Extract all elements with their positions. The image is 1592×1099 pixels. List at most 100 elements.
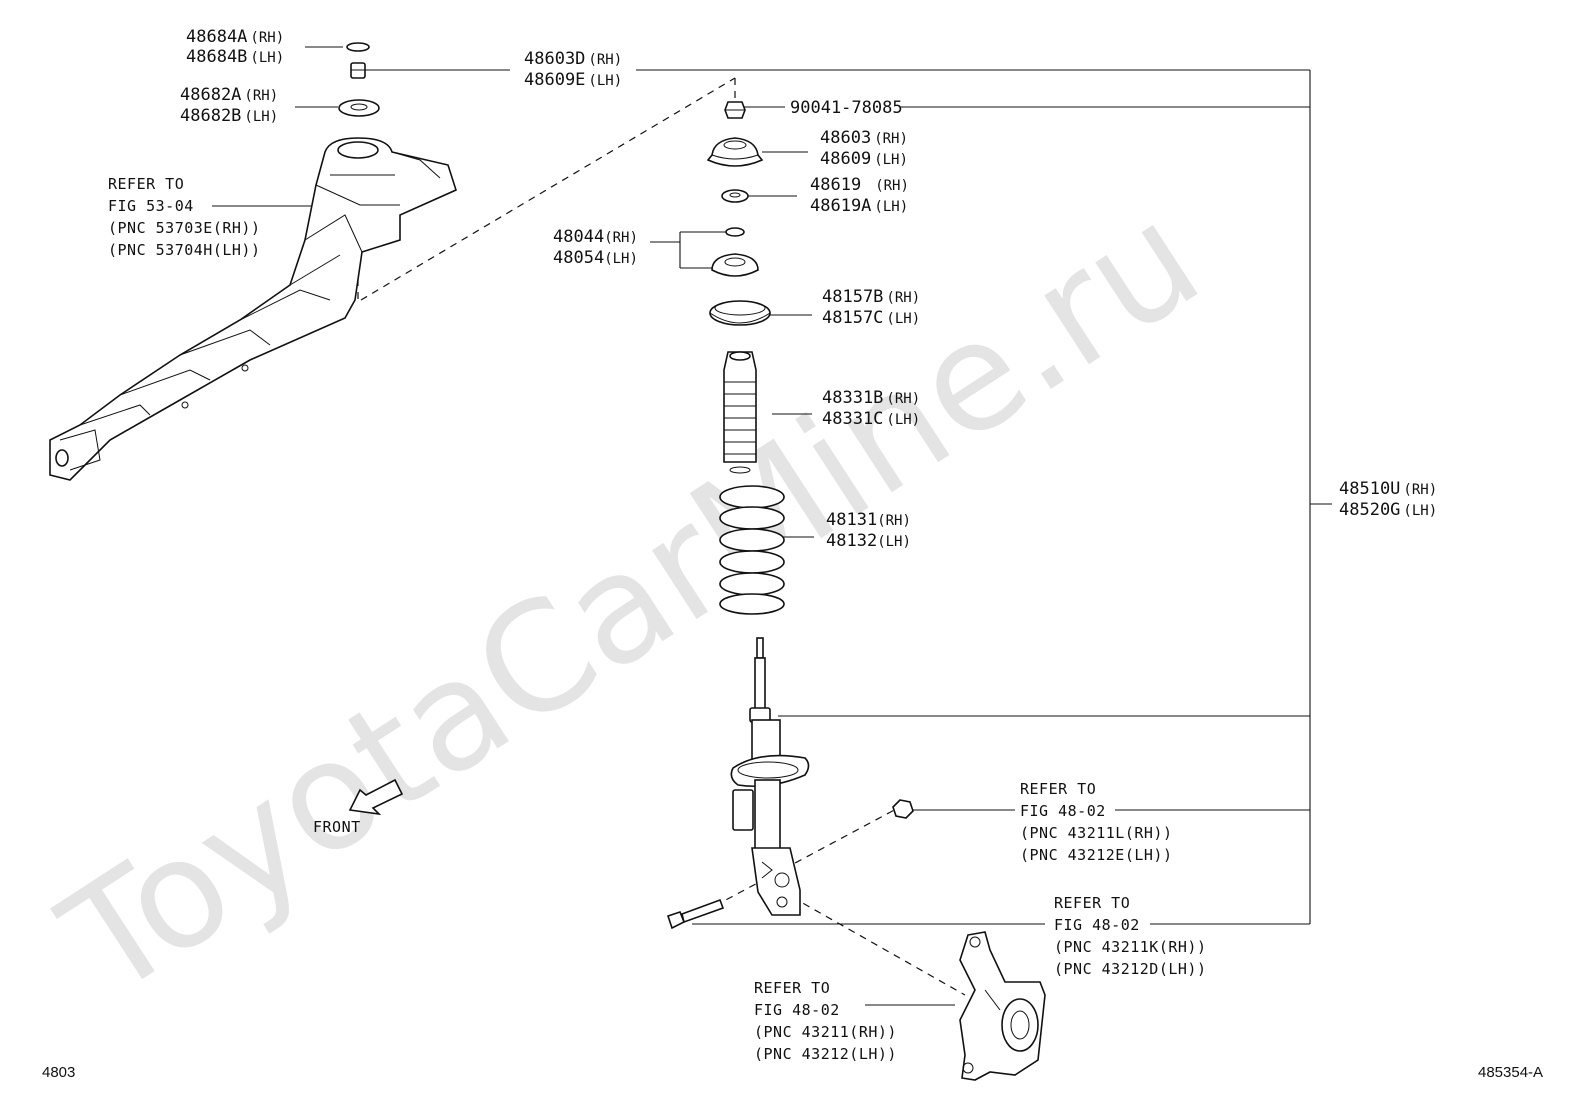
bump-stop-boot-icon xyxy=(723,351,757,474)
insulator-lower-rh-number: 48157B xyxy=(822,287,883,307)
retainer-rh-number: 48044 xyxy=(553,227,604,247)
svg-text:48682A(RH): 48682A(RH) xyxy=(180,85,278,105)
bearing-lh-side: (LH) xyxy=(874,199,908,215)
spring-rh-side: (RH) xyxy=(877,513,911,529)
retainer-small-icon xyxy=(725,227,745,237)
knuckle-reference[interactable]: REFER TO FIG 48-02 (PNC 43211(RH)) (PNC … xyxy=(754,979,897,1063)
bearing-icon xyxy=(721,189,749,203)
bearing-rh-side: (RH) xyxy=(875,178,909,194)
apron-reference[interactable]: REFER TO FIG 53-04 (PNC 53703E(RH)) (PNC… xyxy=(108,175,261,259)
svg-text:(PNC 43211L(RH)): (PNC 43211L(RH)) xyxy=(1020,824,1173,842)
svg-text:REFER TO: REFER TO xyxy=(108,175,184,193)
bumper-rh-number: 48331B xyxy=(822,388,883,408)
svg-text:REFER TO: REFER TO xyxy=(754,979,830,997)
insulator-upper-lh-number: 48682B xyxy=(180,106,241,126)
bolt-icon xyxy=(666,898,725,930)
spring-seat-icon xyxy=(711,253,759,277)
support-lh-side: (LH) xyxy=(874,152,908,168)
svg-text:48157C(LH): 48157C(LH) xyxy=(822,308,920,328)
bearing-rh-number: 48619 xyxy=(810,175,861,195)
svg-text:48603(RH): 48603(RH) xyxy=(820,128,908,148)
svg-text:48684B(LH): 48684B(LH) xyxy=(186,47,284,67)
spring-lh-number: 48132 xyxy=(826,531,877,551)
bumper-rh-side: (RH) xyxy=(886,391,920,407)
support-assy-lh-number: 48609E xyxy=(524,70,585,90)
svg-text:(PNC 43211K(RH)): (PNC 43211K(RH)) xyxy=(1054,938,1207,956)
leader-lines xyxy=(212,46,1332,1006)
insulator-lower-lh-number: 48157C xyxy=(822,308,883,328)
absorber-rh-number: 48510U xyxy=(1339,479,1400,499)
insulator-lower-rh-side: (RH) xyxy=(886,290,920,306)
support-assy-rh-side: (RH) xyxy=(588,52,622,68)
figure-page-code: 4803 xyxy=(42,1064,75,1081)
spring-lh-side: (LH) xyxy=(877,534,911,550)
front-arrow-icon xyxy=(348,778,404,816)
lower-insulator-icon xyxy=(709,300,771,326)
bearing-lh-number: 48619A xyxy=(810,196,871,216)
svg-text:48157B(RH): 48157B(RH) xyxy=(822,287,920,307)
svg-text:(PNC 53703E(RH)): (PNC 53703E(RH)) xyxy=(108,219,261,237)
front-label: FRONT xyxy=(313,818,361,836)
upper-insulator-icon xyxy=(338,99,380,117)
absorber-lh-side: (LH) xyxy=(1403,503,1437,519)
retainer-rh-side: (RH) xyxy=(604,230,638,246)
svg-text:48044(RH): 48044(RH) xyxy=(553,227,638,247)
cap-lh-side: (LH) xyxy=(250,50,284,66)
shock-absorber-icon xyxy=(730,637,810,916)
support-rh-number: 48603 xyxy=(820,128,871,148)
insulator-upper-lh-side: (LH) xyxy=(244,109,278,125)
retainer-lh-side: (LH) xyxy=(604,251,638,267)
svg-text:48132(LH): 48132(LH) xyxy=(826,531,911,551)
spring-rh-number: 48131 xyxy=(826,510,877,530)
support-rh-side: (RH) xyxy=(874,131,908,147)
top-nut-icon xyxy=(350,62,366,79)
cap-rh-side: (RH) xyxy=(250,30,284,46)
svg-text:(PNC 43212D(LH)): (PNC 43212D(LH)) xyxy=(1054,960,1207,978)
support-lh-number: 48609 xyxy=(820,149,871,169)
suspension-support-icon xyxy=(706,137,764,167)
svg-text:48609(LH): 48609(LH) xyxy=(820,149,908,169)
insulator-lower-lh-side: (LH) xyxy=(886,311,920,327)
svg-text:FIG 48-02: FIG 48-02 xyxy=(1054,916,1140,934)
absorber-rh-side: (RH) xyxy=(1403,482,1437,498)
svg-text:48131(RH): 48131(RH) xyxy=(826,510,911,530)
support-assy-rh-number: 48603D xyxy=(524,49,585,69)
cap-rh-number: 48684A xyxy=(186,27,247,47)
insulator-upper-rh-number: 48682A xyxy=(180,85,241,105)
svg-text:48609E(LH): 48609E(LH) xyxy=(524,70,622,90)
bolt-reference[interactable]: REFER TO FIG 48-02 (PNC 43211K(RH)) (PNC… xyxy=(1054,894,1207,978)
svg-text:(PNC 43211(RH)): (PNC 43211(RH)) xyxy=(754,1023,897,1041)
absorber-lh-number: 48520G xyxy=(1339,500,1400,520)
svg-text:FIG 48-02: FIG 48-02 xyxy=(1020,802,1106,820)
support-assy-lh-side: (LH) xyxy=(588,73,622,89)
flange-nut-icon xyxy=(892,799,914,819)
nut-part-number: 90041-78085 xyxy=(790,98,903,118)
steering-knuckle-icon xyxy=(959,931,1046,1081)
svg-text:48619A(LH): 48619A(LH) xyxy=(810,196,908,216)
svg-text:REFER TO: REFER TO xyxy=(1020,780,1096,798)
bumper-lh-number: 48331C xyxy=(822,409,883,429)
strut-nut-icon xyxy=(724,101,746,119)
cap-icon xyxy=(346,42,370,52)
svg-text:48684A(RH): 48684A(RH) xyxy=(186,27,284,47)
svg-text:FIG 53-04: FIG 53-04 xyxy=(108,197,194,215)
svg-text:(PNC 43212E(LH)): (PNC 43212E(LH)) xyxy=(1020,846,1173,864)
retainer-lh-number: 48054 xyxy=(553,248,604,268)
svg-text:(PNC 53704H(LH)): (PNC 53704H(LH)) xyxy=(108,241,261,259)
insulator-upper-rh-side: (RH) xyxy=(244,88,278,104)
svg-text:(PNC 43212(LH)): (PNC 43212(LH)) xyxy=(754,1045,897,1063)
svg-text:48619(RH): 48619 (RH) xyxy=(810,175,909,195)
svg-text:FIG 48-02: FIG 48-02 xyxy=(754,1001,840,1019)
svg-text:48331C(LH): 48331C(LH) xyxy=(822,409,920,429)
nut-reference[interactable]: REFER TO FIG 48-02 (PNC 43211L(RH)) (PNC… xyxy=(1020,780,1173,864)
svg-text:48054(LH): 48054(LH) xyxy=(553,248,638,268)
apron-body-icon xyxy=(49,137,457,481)
svg-text:REFER TO: REFER TO xyxy=(1054,894,1130,912)
watermark: ToyotaCarMine.ru xyxy=(34,171,1229,1031)
svg-text:48682B(LH): 48682B(LH) xyxy=(180,106,278,126)
illustration-code: 485354-A xyxy=(1478,1064,1543,1081)
coil-spring-icon xyxy=(719,485,785,615)
bumper-lh-side: (LH) xyxy=(886,412,920,428)
